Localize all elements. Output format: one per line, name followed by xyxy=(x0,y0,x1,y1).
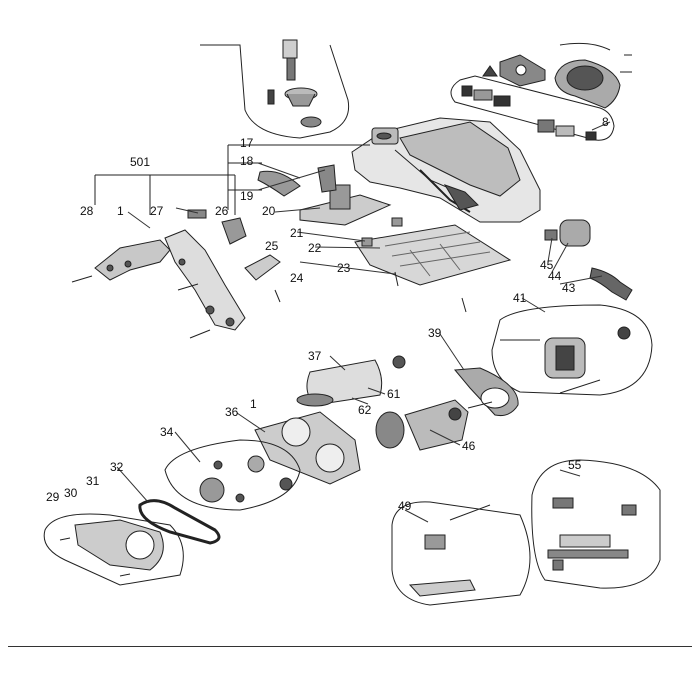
callout-label-30: 30 xyxy=(64,486,78,500)
callout-label-21: 21 xyxy=(290,226,304,240)
armature-part-46 xyxy=(375,399,493,451)
callout-label-8: 8 xyxy=(602,115,609,129)
main-housing xyxy=(351,117,541,223)
baffle-part-39 xyxy=(453,367,519,416)
base-plate-parts-20-22 xyxy=(257,164,512,286)
callout-label-24: 24 xyxy=(290,271,304,285)
callout-label-25: 25 xyxy=(265,239,279,253)
callout-label-1-b: 1 xyxy=(250,397,257,411)
callout-label-20: 20 xyxy=(262,204,276,218)
callout-label-17: 17 xyxy=(240,136,254,150)
callout-label-36: 36 xyxy=(225,405,239,419)
footer-divider xyxy=(8,646,692,647)
handle-left-part-28 xyxy=(71,229,246,339)
callout-label-62: 62 xyxy=(358,403,372,417)
guide-fence-outline-55 xyxy=(531,459,661,589)
callout-label-46: 46 xyxy=(462,439,476,453)
drive-belt-part-32 xyxy=(138,499,221,545)
callout-label-27: 27 xyxy=(150,204,164,218)
leader-lines xyxy=(116,121,611,523)
footer-faint-text xyxy=(8,651,692,661)
callout-bracket-501 xyxy=(94,144,370,215)
callout-label-23: 23 xyxy=(337,261,351,275)
callout-label-26: 26 xyxy=(215,204,229,218)
callout-label-41: 41 xyxy=(513,291,527,305)
gear-set-outline-34 xyxy=(164,439,301,511)
callout-label-34: 34 xyxy=(160,425,174,439)
callout-label-22: 22 xyxy=(308,241,322,255)
gear-housing-parts-36-37 xyxy=(254,355,406,485)
belt-cover-parts-29-31 xyxy=(43,513,184,586)
callout-label-39: 39 xyxy=(428,326,442,340)
callout-label-18: 18 xyxy=(240,154,254,168)
callout-label-37: 37 xyxy=(308,349,322,363)
stator-group-41 xyxy=(491,304,653,396)
callout-label-19: 19 xyxy=(240,189,254,203)
callout-label-44: 44 xyxy=(548,269,562,283)
callout-label-31: 31 xyxy=(86,474,100,488)
callout-label-55: 55 xyxy=(568,458,582,472)
callout-label-1: 1 xyxy=(117,204,124,218)
tool-kit-outline-49 xyxy=(391,501,531,606)
brush-holder-group xyxy=(450,42,632,141)
small-parts-24-27 xyxy=(187,209,467,313)
callout-label-28: 28 xyxy=(80,204,94,218)
callout-label-43: 43 xyxy=(562,281,576,295)
callout-label-501: 501 xyxy=(130,155,151,169)
callout-label-32: 32 xyxy=(110,460,124,474)
callout-label-45: 45 xyxy=(540,258,554,272)
callout-label-49: 49 xyxy=(398,499,412,513)
callout-label-29: 29 xyxy=(46,490,60,504)
callout-label-61: 61 xyxy=(387,387,401,401)
switch-assembly-group xyxy=(200,39,350,139)
